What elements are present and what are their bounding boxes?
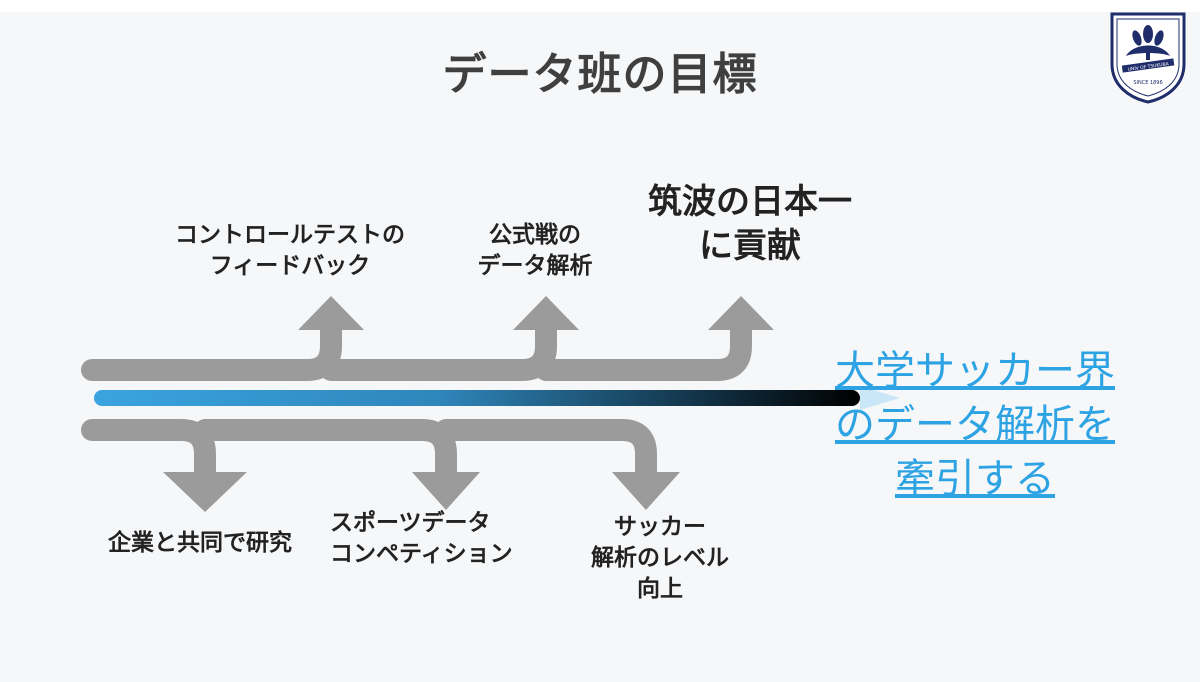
lower-arrow-1: [81, 419, 216, 485]
lower-goal-label-3: サッカー 解析のレベル 向上: [591, 514, 729, 602]
lower-arrow-2: [194, 419, 457, 485]
upper-goal-label-1: コントロールテストの フィードバック: [175, 222, 405, 279]
upper-arrow-3: [535, 316, 752, 381]
lower-goal-label-1: 企業と共同で研究: [108, 530, 292, 556]
lower-arrows: [81, 419, 657, 485]
main-line-arrowhead: [860, 386, 900, 410]
upper-arrows: [81, 316, 752, 381]
upper-arrow-2: [320, 316, 557, 381]
upper-arrowhead-3: [708, 296, 774, 330]
main-goal-text: 大学サッカー界 のデータ解析を 牽引する: [835, 348, 1115, 502]
lower-arrowhead-1: [163, 472, 247, 512]
emblem-since: SINCE 1896: [1133, 80, 1162, 86]
upper-arrowhead-1: [298, 296, 364, 330]
upper-goal-label-3: 筑波の日本一 に貢献: [648, 182, 852, 266]
upper-arrow-1: [81, 316, 342, 381]
upper-goal-label-2: 公式戦の データ解析: [477, 222, 593, 279]
lower-arrowhead-3: [612, 472, 680, 510]
page-title: データ班の目標: [442, 49, 758, 100]
main-line: [94, 390, 860, 406]
slide: データ班の目標 UNIV OF TSUKUBA SINCE 1896: [0, 12, 1200, 682]
upper-arrowhead-2: [513, 296, 579, 330]
lower-arrow-3: [435, 419, 657, 485]
emblem-motto: UNIV OF TSUKUBA: [1127, 61, 1170, 73]
flow-diagram: [81, 296, 900, 512]
lower-arrowhead-2: [412, 472, 480, 510]
lower-goal-label-2: スポーツデータ コンペティション: [330, 510, 513, 567]
university-emblem-icon: UNIV OF TSUKUBA SINCE 1896: [1110, 12, 1186, 104]
